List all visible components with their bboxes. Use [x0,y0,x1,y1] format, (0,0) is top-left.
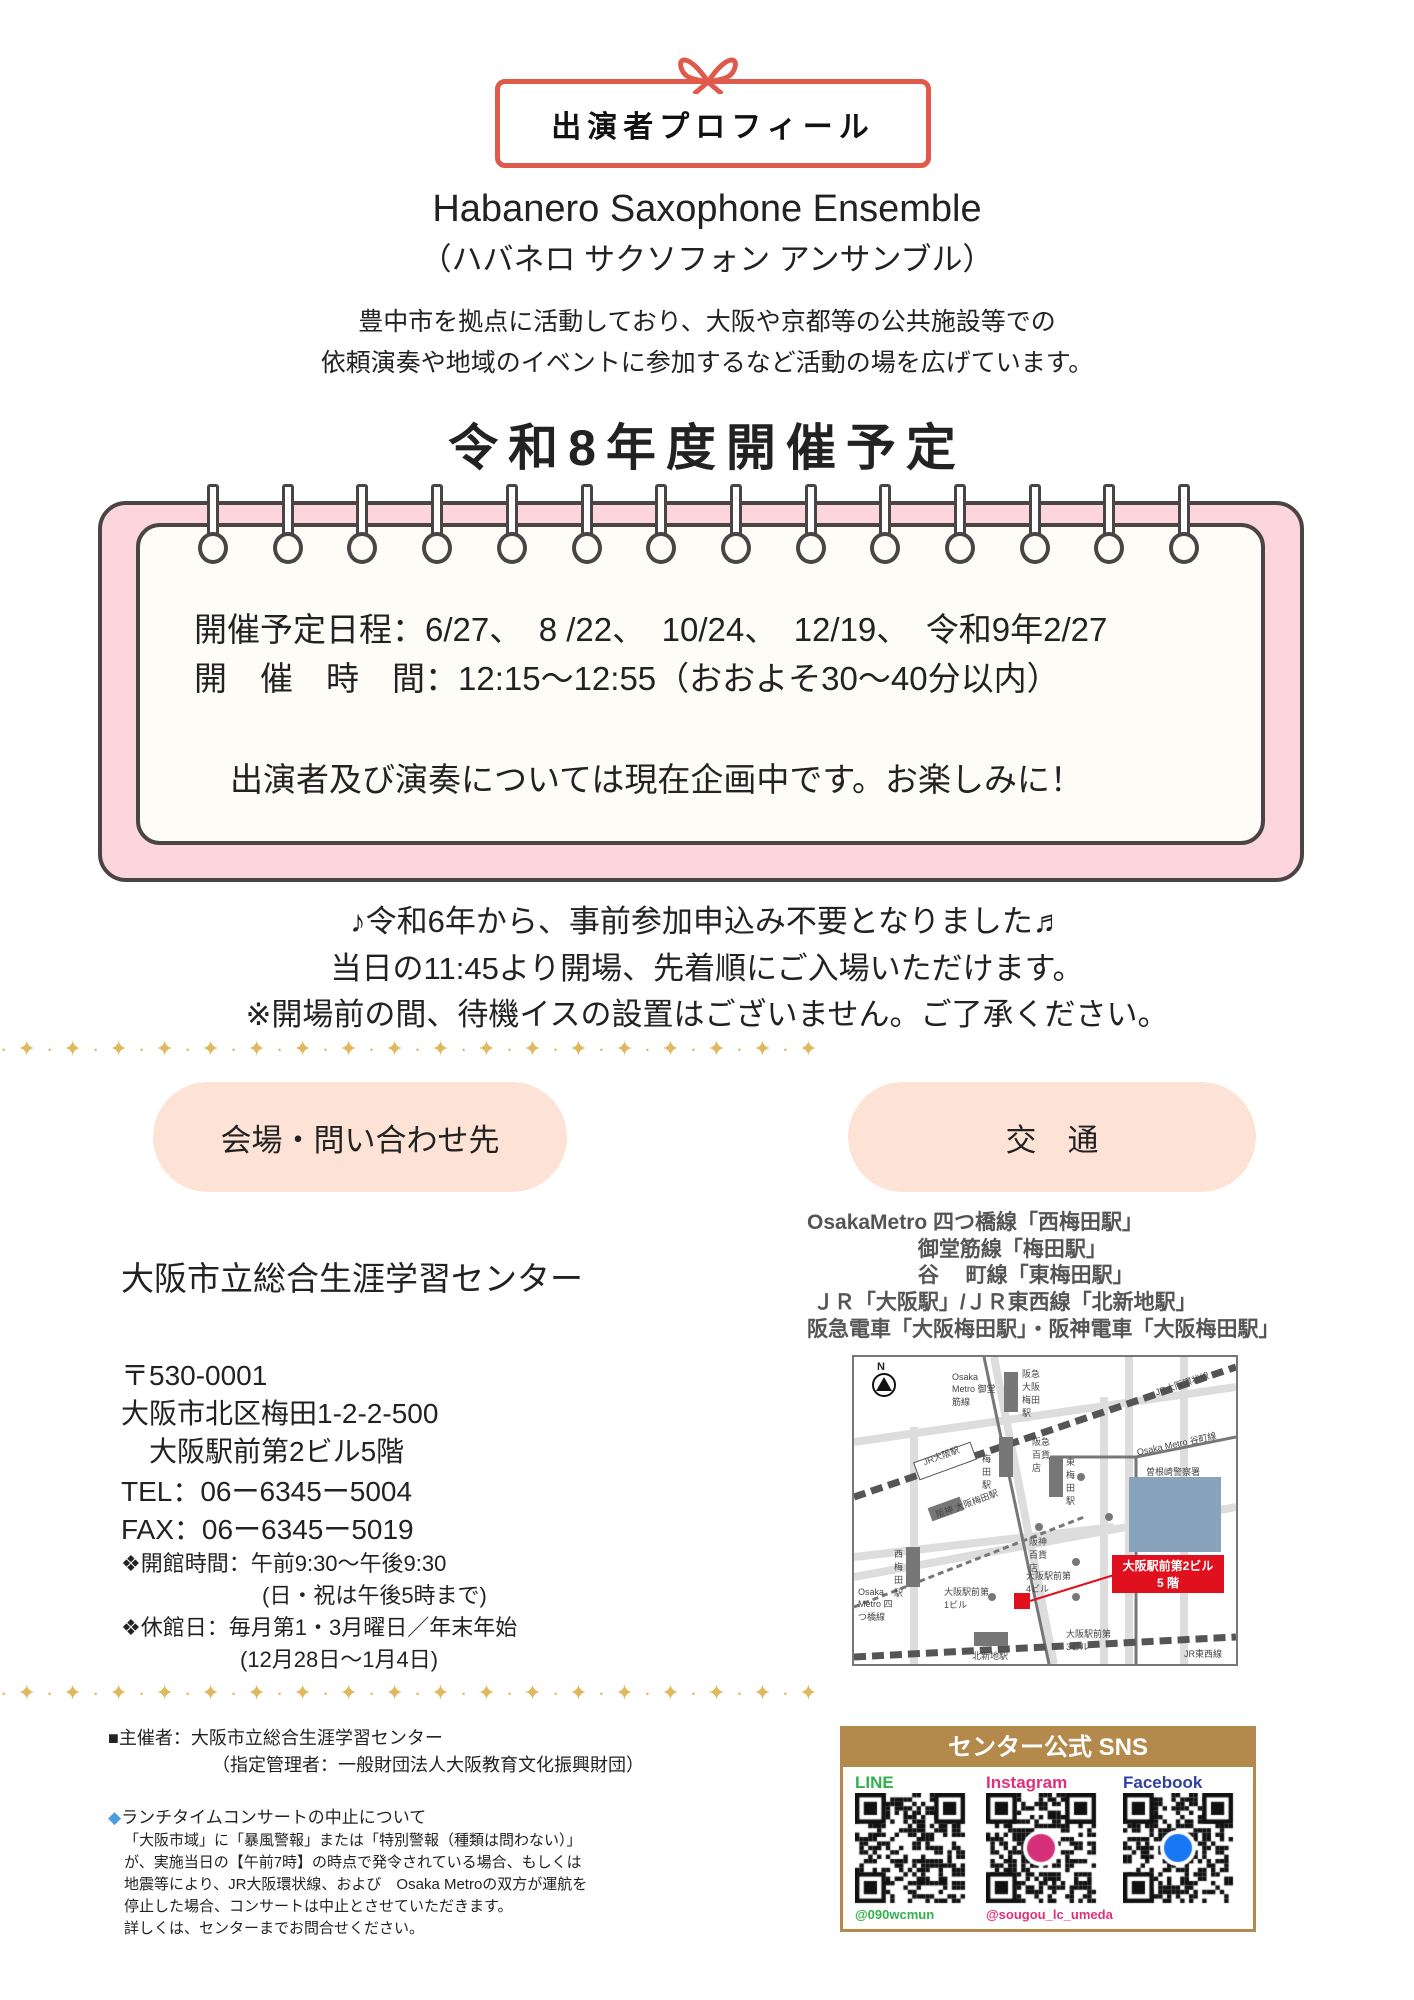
venue-heading: 会場・問い合わせ先 [220,1122,500,1158]
map-target-label: 大阪駅前第2ビル 5 階 [1112,1557,1224,1591]
cancel-text-line: 「大阪市域」に「暴風警報」または「特別警報（種類は問わない）」 [124,1832,582,1849]
access-map: N Osaka Metro 御堂筋線 阪急 大阪梅田駅 JR大阪環状線 JR大阪… [852,1355,1238,1666]
transit-line: OsakaMetro 四つ橋線「西梅田駅」 [807,1211,1144,1234]
map-label: JR東西線 [1184,1649,1222,1659]
transit-line: ＪＲ「大阪駅」/ＪＲ東西線「北新地駅」 [807,1291,1197,1314]
sparkle-divider: · ✦ · ✦ · ✦ · ✦ · ✦ · ✦ · ✦ · ✦ · ✦ · ✦ … [0,1036,820,1061]
closed-days-note: (12月28日～1月4日) [240,1647,439,1672]
cancel-text-line: が、実施当日の【午前7時】の時点で発令されている場合、もしくは [124,1854,582,1871]
schedule-time: 開 催 時 間：12:15～12:55（おおよそ30～40分以内） [194,660,1060,697]
venue-name: 大阪市立総合生涯学習センター [121,1260,583,1297]
notice-line: ♪令和6年から、事前参加申込み不要となりました♬ [350,904,1064,939]
map-north-label: N [877,1361,885,1373]
transit-line: 谷 町線「東梅田駅」 [807,1264,1134,1287]
map-label: 大阪駅前第1ビル [944,1587,990,1610]
map-label: 大阪駅前第3ビル [1066,1629,1112,1652]
sns-heading: センター公式 SNS [843,1729,1253,1767]
map-label: Osaka Metro 四つ橋線 [858,1587,893,1622]
sns-label: Instagram [986,1773,1068,1792]
notice-line: ※開場前の間、待機イスの設置はございません。ご了承ください。 [245,997,1169,1032]
description-line: 依頼演奏や地域のイベントに参加するなど活動の場を広げています。 [320,349,1094,377]
sns-instagram[interactable]: Instagram @sougou_lc_umeda [986,1773,1113,1922]
schedule-dates: 開催予定日程：6/27、 8 /22、 10/24、 12/19、 令和9年2/… [194,611,1108,648]
facebook-qr-code[interactable] [1123,1793,1243,1905]
sparkle-divider: · ✦ · ✦ · ✦ · ✦ · ✦ · ✦ · ✦ · ✦ · ✦ · ✦ … [0,1680,820,1705]
cancel-text-line: 詳しくは、センターまでお問合せください。 [124,1920,425,1937]
map-label: 阪神百貨店 [1029,1537,1048,1573]
sns-label: Facebook [1123,1773,1203,1792]
map-label: 曽根崎警察署 [1146,1467,1201,1477]
sns-facebook[interactable]: Facebook [1123,1773,1243,1905]
description-line: 豊中市を拠点に活動しており、大阪や京都等の公共施設等での [358,308,1056,336]
closed-days: ❖休館日：毎月第1・3月曜日／年末年始 [121,1615,518,1640]
ensemble-description: 豊中市を拠点に活動しており、大阪や京都等の公共施設等での 依頼演奏や地域のイベン… [0,302,1414,384]
north-arrow-icon [876,1377,892,1391]
manager: （指定管理者：一般財団法人大阪教育文化振興財団） [212,1755,644,1775]
organizer: ■主催者：大阪市立総合生涯学習センター [108,1728,443,1748]
diamond-icon: ◆ [108,1808,122,1827]
fax-number: FAX：06ー6345ー5019 [121,1514,414,1545]
map-label: 阪急 大阪梅田駅 [1022,1369,1041,1418]
map-label: Osaka Metro 御堂筋線 [952,1372,996,1407]
access-heading: 交 通 [1005,1122,1099,1158]
cancel-text: 「大阪市域」に「暴風警報」または「特別警報（種類は問わない）」 が、実施当日の【… [124,1830,587,1940]
map-label: 梅田駅 [982,1454,992,1490]
address-line: 大阪市北区梅田1-2-2-500 [121,1398,439,1429]
line-qr-code[interactable] [855,1793,967,1905]
access-heading-cloud: 交 通 [848,1082,1256,1192]
cancel-title-text: ランチタイムコンサートの中止について [121,1808,427,1827]
map-label: 阪急百貨店 [1032,1437,1051,1473]
sns-handle: @090wcmun [855,1907,935,1922]
transit-line: 阪急電車「大阪梅田駅」・阪神電車「大阪梅田駅」 [807,1318,1280,1341]
venue-heading-cloud: 会場・問い合わせ先 [153,1082,567,1192]
ensemble-name: Habanero Saxophone Ensemble [432,188,982,230]
schedule-heading: 令和8年度開催予定 [448,420,966,476]
sns-line[interactable]: LINE @090wcmun [855,1773,975,1922]
instagram-qr-code[interactable] [986,1793,1106,1905]
map-label: 北新地駅 [972,1651,1009,1661]
planning-note: 出演者及び演奏については現在企画中です。お楽しみに！ [230,761,1084,798]
phone-number: TEL：06ー6345ー5004 [121,1476,413,1507]
map-label: 大阪駅前第4ビル [1026,1571,1072,1594]
opening-hours-note: (日・祝は午後5時まで) [262,1583,487,1608]
profile-badge: 出演者プロフィール [495,79,931,168]
map-label: 西梅田駅 [894,1549,904,1598]
ensemble-name-kana: （ハバネロ サクソフォン アンサンブル） [420,242,994,277]
cancel-text-line: 地震等により、JR大阪環状線、および Osaka Metroの双方が運航を [124,1876,588,1893]
postal-code: 〒530-0001 [121,1360,268,1391]
address-line: 大阪駅前第2ビル5階 [121,1436,405,1467]
map-label: 東梅田駅 [1066,1457,1076,1506]
sns-panel: センター公式 SNS LINE @090wcmun Instagram @sou… [840,1726,1256,1932]
target-building: 大阪駅前第2ビル [1122,1559,1214,1573]
notice-line: 当日の11:45より開場、先着順にご入場いただけます。 [330,951,1084,986]
transit-line: 御堂筋線「梅田駅」 [807,1238,1107,1261]
cancel-text-line: 停止した場合、コンサートは中止とさせていただきます。 [124,1898,513,1915]
opening-hours: ❖開館時間：午前9:30～午後9:30 [121,1551,447,1576]
cancel-title: ◆ランチタイムコンサートの中止について [108,1803,426,1828]
notebook-page [136,523,1265,845]
target-floor: 5 階 [1156,1576,1179,1590]
sns-handle: @sougou_lc_umeda [986,1907,1113,1922]
sns-label: LINE [855,1773,894,1792]
